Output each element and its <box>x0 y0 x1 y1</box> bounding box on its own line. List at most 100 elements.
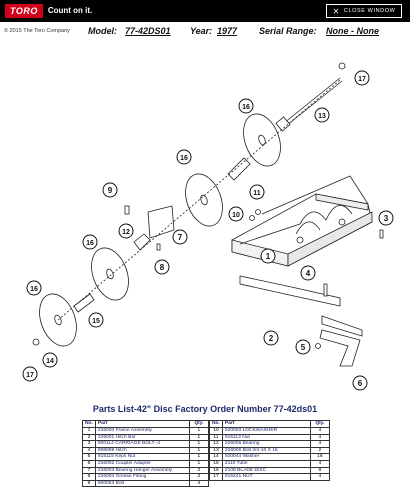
parts-list-title: Parts List-42" Disc Factory Order Number… <box>92 404 318 414</box>
callout-label: 17 <box>26 372 34 379</box>
col-no-header: No. <box>209 420 223 428</box>
coupler-adapter-drawing <box>319 329 361 367</box>
cell-no: 2 <box>82 433 96 442</box>
disc-blade-drawing <box>185 173 223 227</box>
callout-label: 16 <box>180 155 188 162</box>
cell-qty: 4 <box>309 427 330 435</box>
cell-no: 1 <box>82 427 96 435</box>
table-header-row: No. Part Qty. <box>82 420 209 428</box>
cell-no: 9 <box>82 479 96 488</box>
cell-part: 226006 Bolt 3/4-10 X 16 <box>221 446 311 455</box>
callout-circle <box>88 312 104 328</box>
callout-label: 16 <box>86 240 94 247</box>
callout-circle <box>22 366 38 382</box>
callout-label: 1 <box>266 252 271 261</box>
cell-no: 6 <box>82 459 96 468</box>
cell-no: 14 <box>209 453 223 461</box>
callout-3: 3 <box>378 210 394 226</box>
callout-circle <box>354 70 370 86</box>
cell-part: 226003 Bearing Hanger Assembly <box>94 466 190 475</box>
callout-17: 17 <box>354 70 370 86</box>
callout-circle <box>176 149 192 165</box>
callout-label: 16 <box>242 104 250 111</box>
cell-qty: 1 <box>188 433 209 442</box>
tube-drawing <box>227 157 251 181</box>
cell-part: 915115 Keps Nut <box>94 453 190 461</box>
callout-label: 5 <box>301 343 306 352</box>
callout-circle <box>172 229 188 245</box>
cell-part: 226001 Hitch Bar <box>94 433 190 442</box>
callout-label: 14 <box>46 358 54 365</box>
cell-qty: 4 <box>309 459 330 468</box>
nut-drawing <box>338 62 346 70</box>
callout-circle <box>249 184 265 200</box>
close-window-button[interactable]: ✕ CLOSE WINDOW <box>326 4 402 18</box>
callout-circle <box>42 352 58 368</box>
year-label: Year: <box>190 26 213 36</box>
bearing-drawing <box>133 233 151 251</box>
callout-label: 17 <box>358 76 366 83</box>
hitch-drawing <box>321 315 363 337</box>
cell-part: 920003 LOCKWASHER <box>221 427 311 435</box>
cell-no: 17 <box>209 473 223 481</box>
col-qty-header: Qty. <box>188 420 209 428</box>
cell-qty: 4 <box>188 479 209 488</box>
cell-part: 226005 Bearing <box>221 440 311 448</box>
brand-name: TORO <box>5 3 43 18</box>
col-no-header: No. <box>82 420 96 428</box>
cell-no: 4 <box>82 446 96 455</box>
col-part-header: Part <box>94 420 190 428</box>
cell-qty: 1 <box>188 459 209 468</box>
frame-assembly-drawing <box>231 175 373 267</box>
cell-no: 10 <box>209 427 223 435</box>
callout-label: 10 <box>232 212 240 219</box>
cell-no: 13 <box>209 446 223 455</box>
callout-15: 15 <box>88 312 104 328</box>
cell-no: 11 <box>209 433 223 442</box>
bolt-drawing <box>124 205 130 215</box>
callout-label: 8 <box>160 263 165 272</box>
grease-fitting-drawing <box>156 243 161 251</box>
brand-tagline: Count on it. <box>47 6 93 15</box>
callout-7: 7 <box>172 229 188 245</box>
page-header: © 2015 The Toro Company Model: 77-42DS01… <box>4 26 408 40</box>
cell-part: 900114 CARRIAGE BOLT -4 <box>94 440 190 448</box>
callout-circle <box>314 107 330 123</box>
callout-circle <box>352 375 368 391</box>
cell-part: 900063 Bolt <box>94 479 190 488</box>
cell-no: 16 <box>209 466 223 475</box>
cell-part: 915113 Nut <box>221 433 311 442</box>
callout-label: 11 <box>253 190 261 197</box>
bearing-hanger-drawing <box>147 205 175 239</box>
cell-no: 3 <box>82 440 96 448</box>
cell-qty: 8 <box>309 466 330 475</box>
cell-qty: 1 <box>188 453 209 461</box>
close-window-label: CLOSE WINDOW <box>343 8 396 14</box>
nut-drawing <box>255 209 261 215</box>
callout-label: 3 <box>384 214 389 223</box>
col-part-header: Part <box>221 420 311 428</box>
callout-label: 15 <box>92 318 100 325</box>
nut-drawing <box>315 343 321 349</box>
cell-part: 226002 Coupler Adapter <box>94 459 190 468</box>
washer-drawing <box>249 215 255 221</box>
callout-circle <box>378 210 394 226</box>
callout-4: 4 <box>300 265 316 281</box>
cell-part: 2110 Tube <box>221 459 311 468</box>
callout-circle <box>154 259 170 275</box>
callout-1: 1 <box>260 248 276 264</box>
cell-part: 226004 Grease Fitting <box>94 473 190 481</box>
callout-5: 5 <box>295 339 311 355</box>
nut-drawing <box>32 338 40 346</box>
